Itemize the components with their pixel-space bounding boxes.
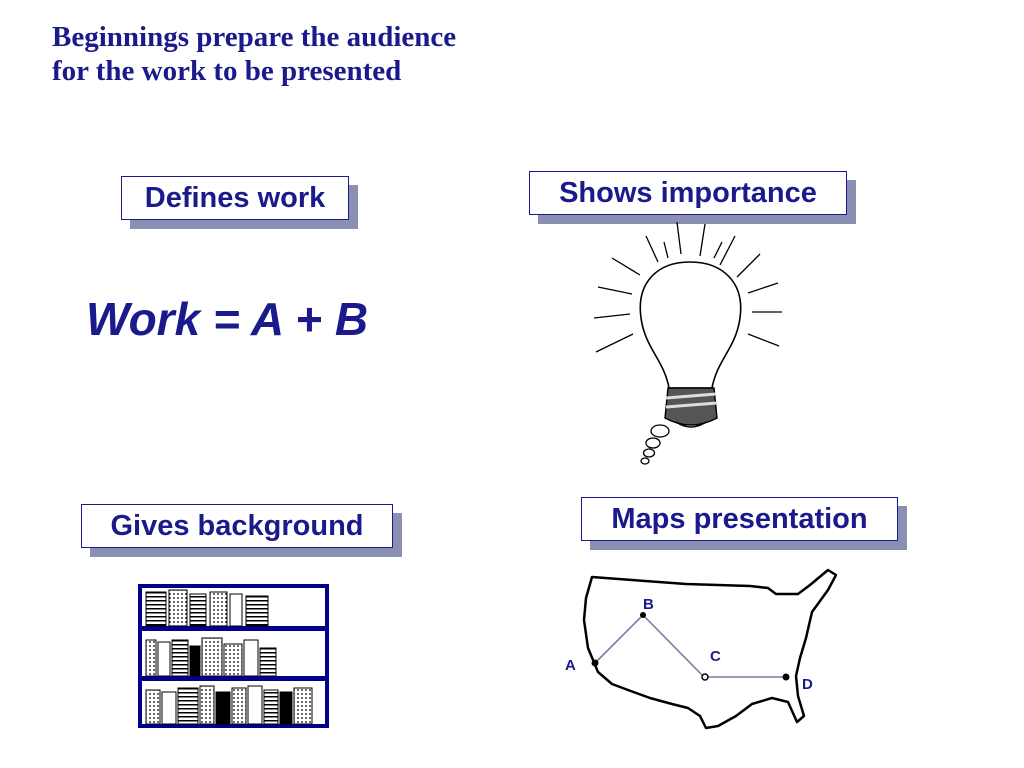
us-map-icon: A B C D xyxy=(565,568,838,730)
bookshelf-icon xyxy=(138,584,329,728)
title-line-2: for the work to be presented xyxy=(52,55,402,87)
maps-presentation-box: Maps presentation xyxy=(581,497,898,541)
gives-background-box: Gives background xyxy=(81,504,393,548)
slide-title: Beginnings prepare the audience for the … xyxy=(52,20,672,88)
map-label-c: C xyxy=(710,648,721,665)
map-label-d: D xyxy=(802,676,813,693)
map-label-a: A xyxy=(565,657,576,674)
defines-work-box: Defines work xyxy=(121,176,349,220)
title-line-1: Beginnings prepare the audience xyxy=(52,21,457,53)
map-label-b: B xyxy=(643,596,654,613)
work-equation: Work = A + B xyxy=(86,293,369,345)
lightbulb-icon xyxy=(593,221,782,465)
shows-importance-box: Shows importance xyxy=(529,171,847,215)
